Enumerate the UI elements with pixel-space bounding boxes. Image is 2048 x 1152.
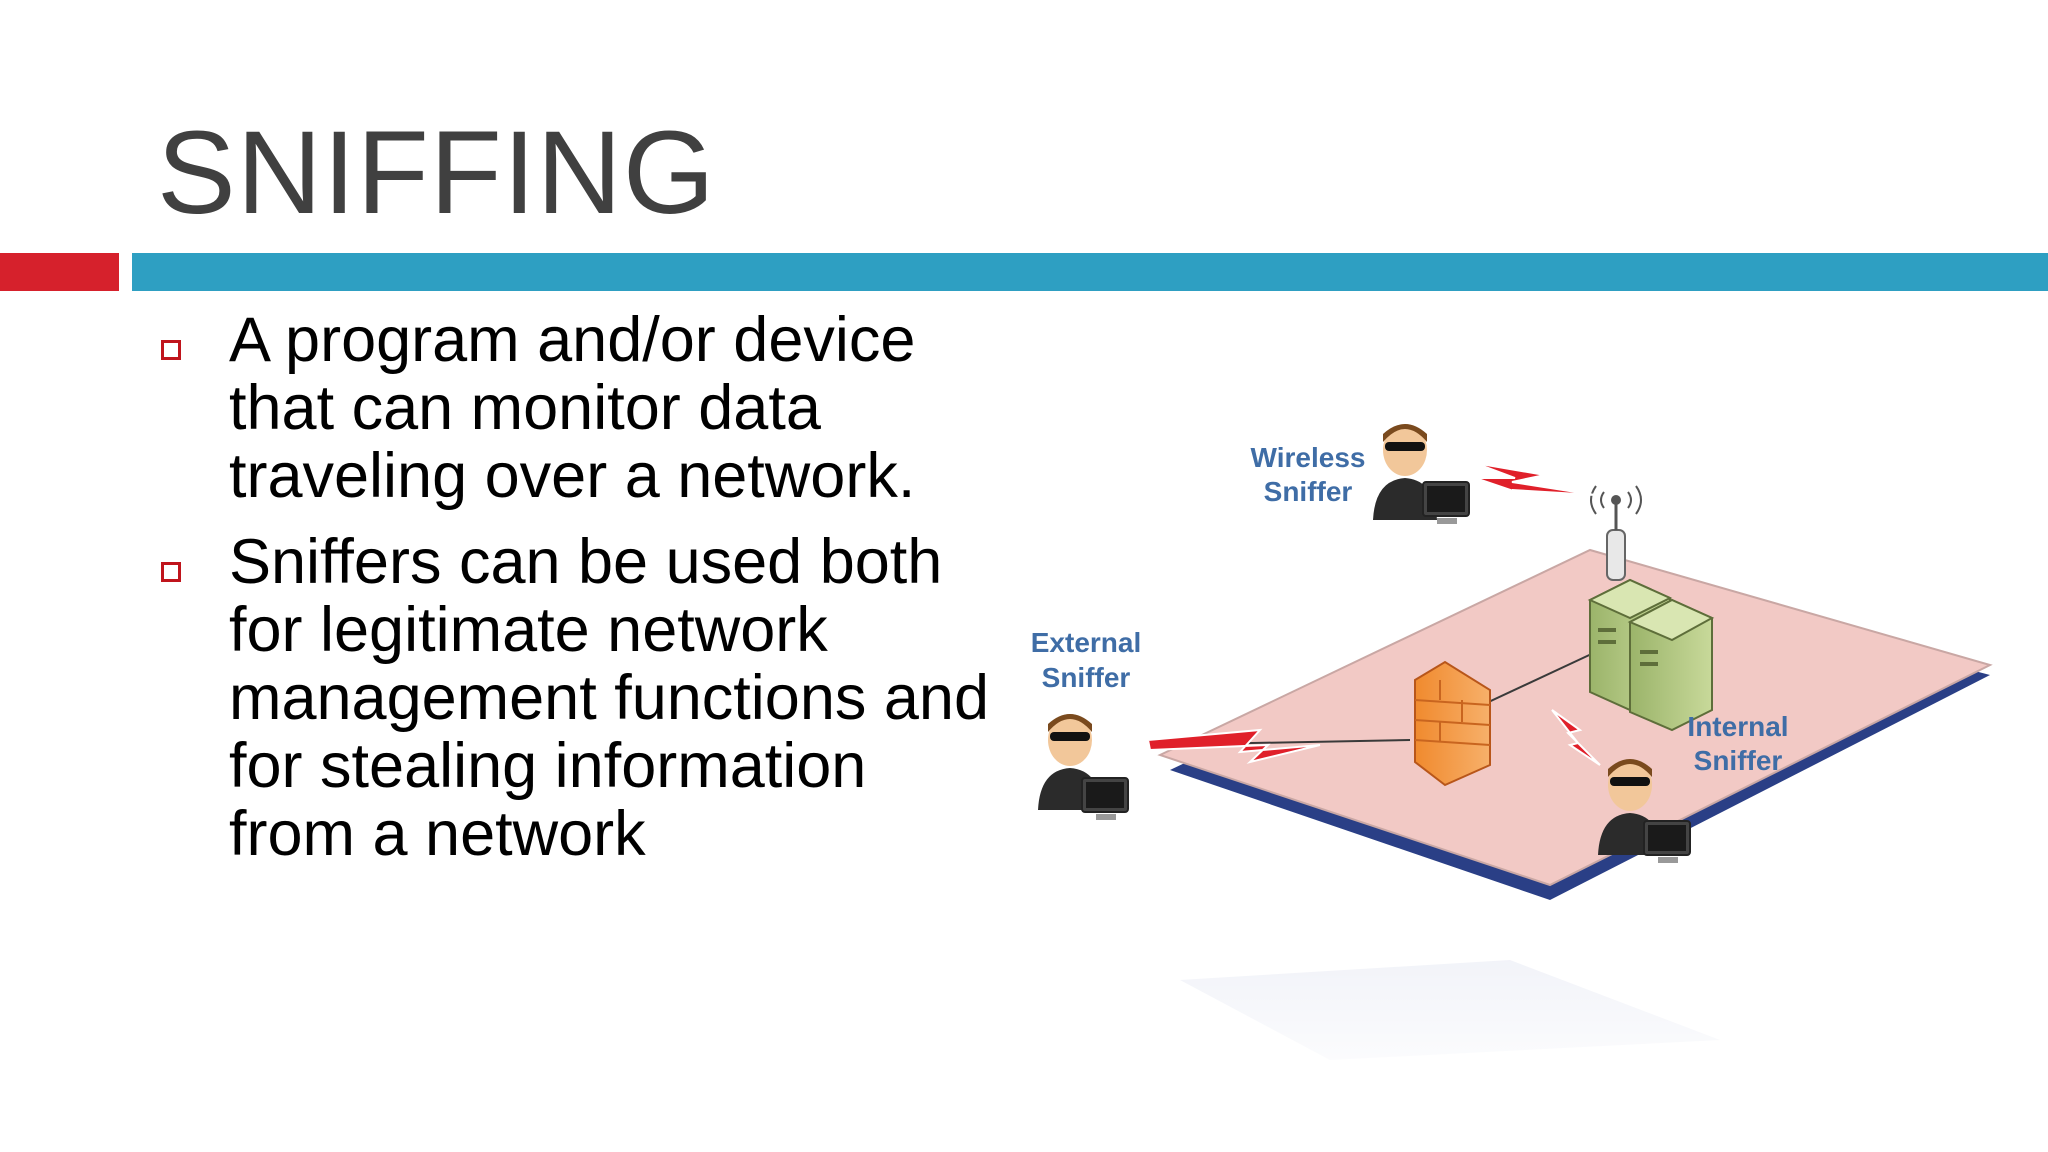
wireless-sniffer-label-line1: Wireless — [1251, 442, 1366, 473]
bullet-item: A program and/or device that can monitor… — [157, 306, 997, 510]
diagram-canvas: Wireless Sniffer External Sniffer Intern… — [1000, 424, 2030, 1100]
internal-sniffer-person-icon — [1598, 759, 1691, 863]
external-sniffer-label-line2: Sniffer — [1042, 662, 1131, 693]
wireless-sniffer-person-icon — [1373, 424, 1470, 524]
wireless-sniffer-label-line2: Sniffer — [1264, 476, 1353, 507]
diagram-labels: Wireless Sniffer External Sniffer Intern… — [1031, 442, 1789, 776]
lightning-bolt-icon — [1146, 462, 1601, 766]
bullet-text: A program and/or device that can monitor… — [229, 305, 916, 511]
slide-title: SNIFFING — [157, 107, 716, 239]
hollow-square-bullet-icon — [161, 340, 181, 360]
server-icon — [1587, 578, 1715, 732]
firewall-icon — [1414, 660, 1491, 787]
hollow-square-bullet-icon — [161, 562, 181, 582]
network-platform — [1157, 548, 1993, 900]
accent-bar-blue — [132, 253, 2048, 291]
external-sniffer-label-line1: External — [1031, 627, 1142, 658]
bullet-item: Sniffers can be used both for legitimate… — [157, 528, 997, 868]
internal-sniffer-label-line1: Internal — [1687, 711, 1788, 742]
internal-sniffer-label-line2: Sniffer — [1694, 745, 1783, 776]
network-sniffer-diagram: Wireless Sniffer External Sniffer Intern… — [1000, 400, 2030, 1100]
reflection-fade — [1000, 920, 2030, 1100]
accent-bar-red — [0, 253, 119, 291]
bullet-text: Sniffers can be used both for legitimate… — [229, 527, 989, 869]
bullet-list: A program and/or device that can monitor… — [157, 306, 997, 886]
wireless-antenna-icon — [1590, 485, 1642, 581]
external-sniffer-person-icon — [1038, 714, 1129, 820]
